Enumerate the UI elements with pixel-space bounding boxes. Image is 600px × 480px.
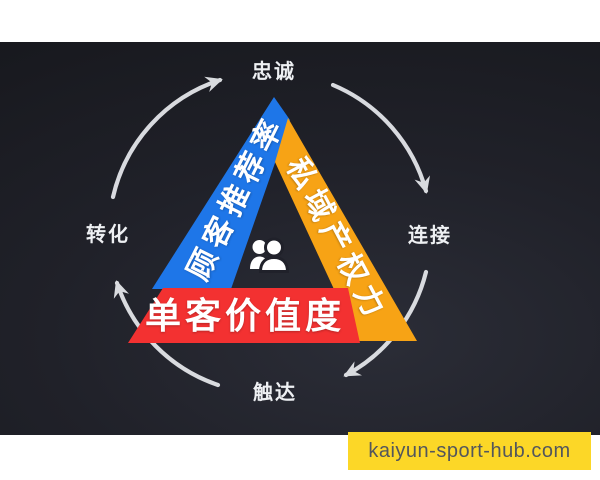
arc-top-to-right [330,82,431,194]
band-label-single-customer-value: 单客价值度 [144,295,345,336]
arc-left-to-top [110,76,223,200]
triangle-band-orange [275,118,417,341]
dark-background [0,42,600,435]
people-icon [250,237,290,273]
cycle-label-connect: 连接 [408,225,452,247]
watermark-banner-link[interactable]: kaiyun-sport-hub.com [348,432,591,470]
arc-bottom-to-left [113,280,221,388]
cycle-arrows [110,76,431,388]
cycle-label-loyalty: 忠诚 [252,61,296,83]
triangle-band-blue [152,97,290,289]
cycle-label-convert: 转化 [86,224,130,246]
triangle-band-red [128,288,360,343]
cycle-label-reach: 触达 [253,382,297,404]
top-white-band [0,0,600,42]
